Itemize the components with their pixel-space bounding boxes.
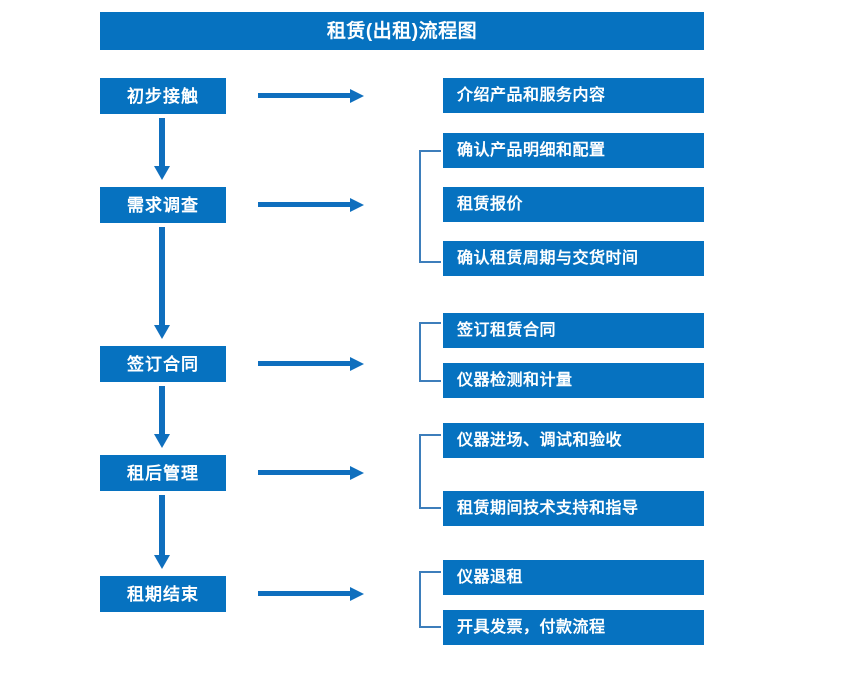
stage-box-1[interactable]: 初步接触 xyxy=(100,78,226,114)
group-bracket-4 xyxy=(419,434,441,509)
horizontal-arrow-2 xyxy=(258,197,364,213)
group-bracket-2 xyxy=(419,150,441,263)
stage-box-5[interactable]: 租期结束 xyxy=(100,576,226,612)
stage-box-4[interactable]: 租后管理 xyxy=(100,455,226,491)
detail-box-10[interactable]: 开具发票，付款流程 xyxy=(443,610,704,645)
vertical-arrow-stage-4-to-5 xyxy=(152,495,172,569)
detail-label-10: 开具发票，付款流程 xyxy=(457,618,606,636)
stage-label-4: 租后管理 xyxy=(127,463,199,483)
vertical-arrow-stage-3-to-4 xyxy=(152,386,172,448)
detail-box-9[interactable]: 仪器退租 xyxy=(443,560,704,595)
vertical-arrow-stage-1-to-2 xyxy=(152,118,172,180)
horizontal-arrow-5 xyxy=(258,586,364,602)
detail-box-7[interactable]: 仪器进场、调试和验收 xyxy=(443,423,704,458)
stage-label-1: 初步接触 xyxy=(127,86,199,106)
stage-label-2: 需求调查 xyxy=(127,195,199,215)
group-bracket-5 xyxy=(419,571,441,628)
detail-label-4: 确认租赁周期与交货时间 xyxy=(457,249,639,267)
detail-box-1[interactable]: 介绍产品和服务内容 xyxy=(443,78,704,113)
diagram-title: 租赁(出租)流程图 xyxy=(100,12,704,50)
detail-label-5: 签订租赁合同 xyxy=(457,321,557,339)
stage-box-3[interactable]: 签订合同 xyxy=(100,346,226,382)
detail-label-9: 仪器退租 xyxy=(457,568,524,586)
detail-box-2[interactable]: 确认产品明细和配置 xyxy=(443,133,704,168)
horizontal-arrow-1 xyxy=(258,88,364,104)
detail-label-6: 仪器检测和计量 xyxy=(457,371,573,389)
detail-label-3: 租赁报价 xyxy=(457,195,524,213)
group-bracket-3 xyxy=(419,322,441,382)
detail-box-3[interactable]: 租赁报价 xyxy=(443,187,704,222)
vertical-arrow-stage-2-to-3 xyxy=(152,227,172,339)
detail-box-5[interactable]: 签订租赁合同 xyxy=(443,313,704,348)
stage-label-5: 租期结束 xyxy=(127,584,199,604)
detail-box-6[interactable]: 仪器检测和计量 xyxy=(443,363,704,398)
detail-box-8[interactable]: 租赁期间技术支持和指导 xyxy=(443,491,704,526)
horizontal-arrow-3 xyxy=(258,356,364,372)
detail-label-2: 确认产品明细和配置 xyxy=(457,141,606,159)
stage-label-3: 签订合同 xyxy=(127,354,199,374)
detail-label-1: 介绍产品和服务内容 xyxy=(457,86,606,104)
detail-label-7: 仪器进场、调试和验收 xyxy=(457,431,623,449)
detail-label-8: 租赁期间技术支持和指导 xyxy=(457,499,639,517)
horizontal-arrow-4 xyxy=(258,465,364,481)
detail-box-4[interactable]: 确认租赁周期与交货时间 xyxy=(443,241,704,276)
stage-box-2[interactable]: 需求调查 xyxy=(100,187,226,223)
